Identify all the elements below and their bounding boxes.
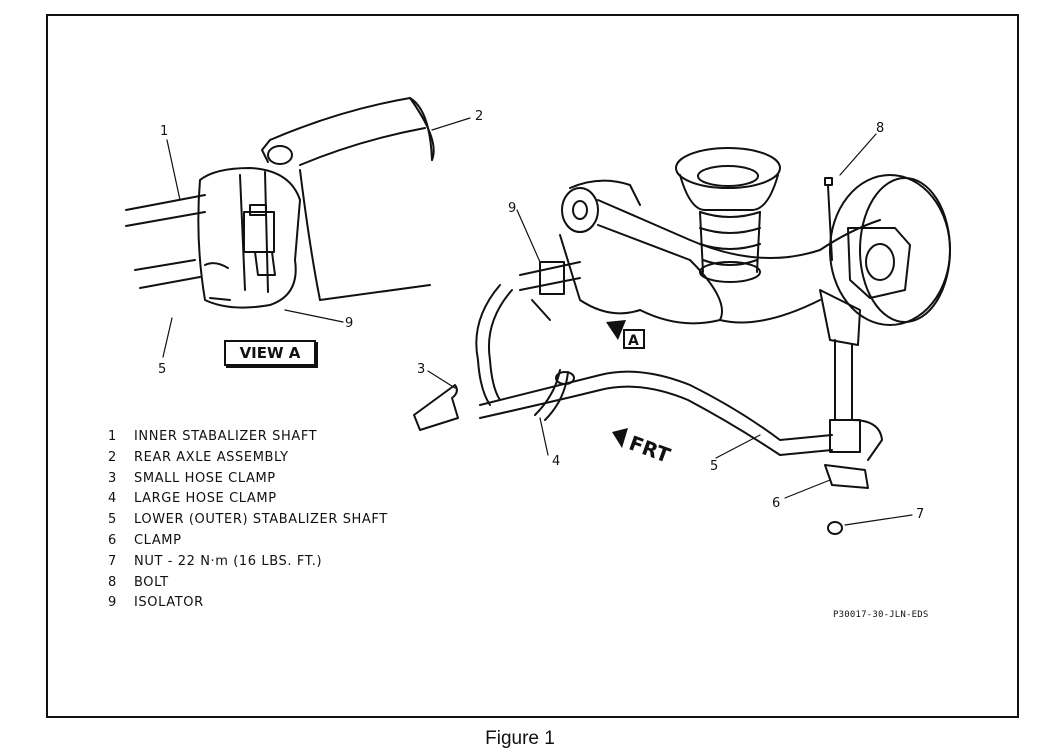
callout-6: 6 <box>772 496 780 511</box>
view-a-label: VIEW A <box>224 340 316 366</box>
view-a-marker-letter: A <box>628 333 639 349</box>
front-direction-arrow-icon <box>612 428 628 448</box>
callout-2: 2 <box>475 109 483 124</box>
callout-5: 5 <box>710 459 718 474</box>
view-a-arrow: A <box>606 320 645 349</box>
callout-numbers: 1 2 3 4 5 6 7 8 9 5 9 <box>158 109 924 522</box>
callout-9: 9 <box>508 201 516 216</box>
callout-5-view-a: 5 <box>158 362 166 377</box>
figure-caption: Figure 1 <box>485 728 555 749</box>
callout-7: 7 <box>916 507 924 522</box>
callout-4: 4 <box>552 454 560 469</box>
view-a-detail <box>125 97 435 309</box>
callout-3: 3 <box>417 362 425 377</box>
clamp-hardware <box>413 177 869 535</box>
figure-frame <box>46 14 1019 718</box>
leader-lines <box>162 117 913 526</box>
rear-axle-assembly <box>559 147 951 461</box>
callout-8: 8 <box>876 121 884 136</box>
callout-9-view-a: 9 <box>345 316 353 331</box>
drawing-code: P30017-30-JLN-EDS <box>833 610 929 620</box>
callout-1: 1 <box>160 124 168 139</box>
stabilizer-shafts <box>475 261 833 456</box>
